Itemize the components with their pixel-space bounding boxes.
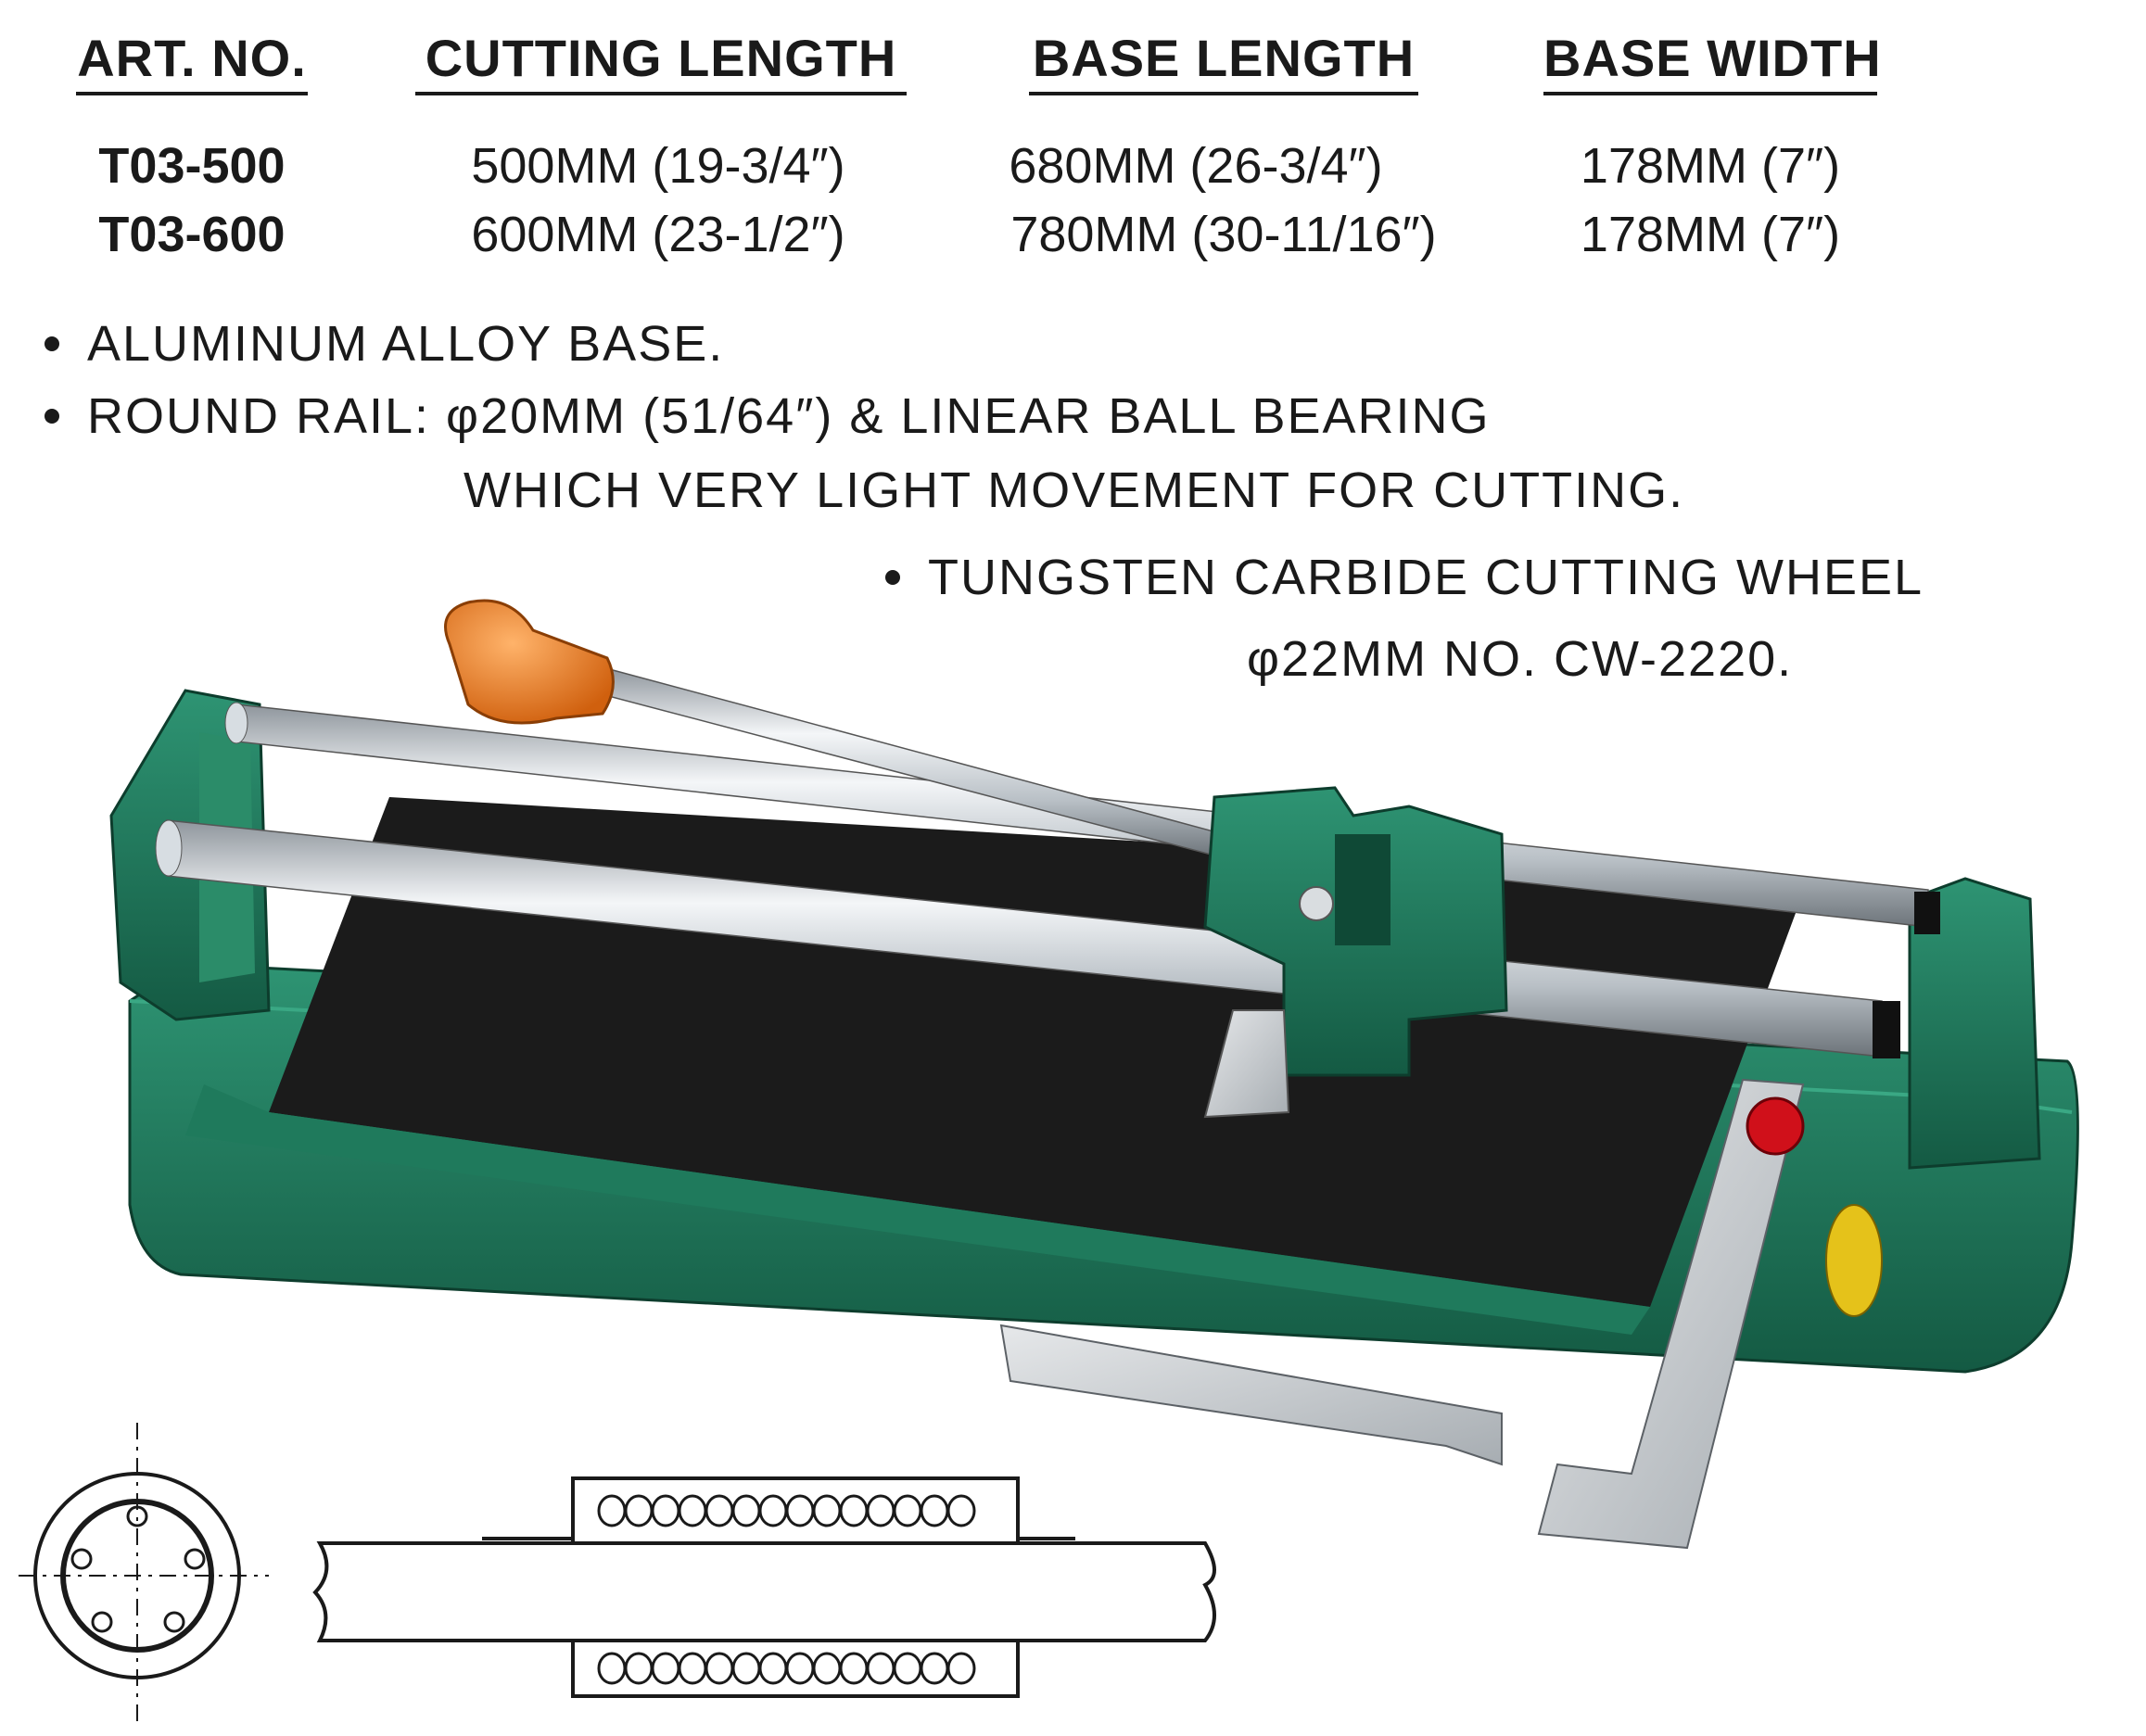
- bearing-ball: [731, 1494, 761, 1527]
- bearing-ball: [812, 1494, 842, 1527]
- bearing-ball: [678, 1494, 707, 1527]
- bearing-balls-bottom: [597, 1652, 976, 1685]
- yellow-label: [1825, 1204, 1883, 1317]
- bearing-ball: [705, 1494, 734, 1527]
- bullet-icon: [885, 569, 900, 585]
- bearing-ball: [946, 1652, 976, 1685]
- feature-wheel-text: TUNGSTEN CARBIDE CUTTING WHEEL: [928, 550, 1924, 605]
- orange-handle-knob: [444, 599, 615, 725]
- bearing-ball: [839, 1494, 869, 1527]
- bearing-ball: [597, 1494, 627, 1527]
- row1-base-length: 680MM (26-3/4″): [1009, 138, 1383, 194]
- row1-cutting-length: 500MM (19-3/4″): [471, 138, 845, 194]
- bearing-ball: [731, 1652, 761, 1685]
- bearing-ball: [866, 1652, 895, 1685]
- row2-art-no: T03-600: [98, 207, 286, 262]
- row2-base-width: 178MM (7″): [1580, 207, 1841, 262]
- row2-base-length: 780MM (30-11/16″): [1010, 207, 1437, 262]
- angle-ruler: [1537, 1078, 1805, 1550]
- bearing-ball: [839, 1652, 869, 1685]
- bearing-ball: [651, 1494, 680, 1527]
- bearing-side-section: [312, 1476, 1216, 1698]
- header-art-no: ART. NO.: [76, 28, 308, 95]
- bearing-ball: [866, 1494, 895, 1527]
- row2-cutting-length: 600MM (23-1/2″): [471, 207, 845, 262]
- feature-aluminum: ALUMINUM ALLOY BASE.: [44, 315, 724, 373]
- cutting-wheel-guard: [1203, 1009, 1290, 1119]
- feature-wheel-cont: φ22MM NO. CW-2220.: [1247, 631, 1794, 687]
- bearing-ball: [812, 1652, 842, 1685]
- bearing-ball: [624, 1652, 654, 1685]
- feature-wheel: TUNGSTEN CARBIDE CUTTING WHEEL: [885, 549, 1924, 606]
- header-base-length: BASE LENGTH: [1029, 28, 1418, 95]
- bearing-ball: [920, 1652, 949, 1685]
- feature-rail: ROUND RAIL: φ20MM (51/64″) & LINEAR BALL…: [44, 387, 1491, 445]
- bearing-ball: [785, 1494, 815, 1527]
- bearing-ball: [758, 1652, 788, 1685]
- bearing-ball: [946, 1494, 976, 1527]
- bearing-ball: [597, 1652, 627, 1685]
- bullet-icon: [44, 336, 59, 351]
- row1-art-no: T03-500: [98, 138, 286, 194]
- bearing-cross-section: [19, 1423, 269, 1724]
- header-cutting-length: CUTTING LENGTH: [415, 28, 907, 95]
- bearing-ball: [651, 1652, 680, 1685]
- bearing-ball: [624, 1494, 654, 1527]
- right-end-block: [1908, 877, 2041, 1170]
- carriage-bolt: [1299, 886, 1334, 921]
- feature-aluminum-text: ALUMINUM ALLOY BASE.: [87, 316, 725, 372]
- row1-base-width: 178MM (7″): [1580, 138, 1841, 194]
- bearing-ball: [920, 1494, 949, 1527]
- bearing-ball: [785, 1652, 815, 1685]
- feature-rail-text: ROUND RAIL: φ20MM (51/64″) & LINEAR BALL…: [87, 388, 1491, 444]
- fence-arm: [999, 1324, 1503, 1466]
- bearing-ball: [893, 1652, 922, 1685]
- bearing-ball: [893, 1494, 922, 1527]
- feature-rail-cont: WHICH VERY LIGHT MOVEMENT FOR CUTTING.: [463, 463, 1685, 518]
- bearing-ball: [678, 1652, 707, 1685]
- bearing-balls-top: [597, 1494, 976, 1527]
- bearing-ball: [705, 1652, 734, 1685]
- header-base-width: BASE WIDTH: [1543, 28, 1881, 95]
- bullet-icon: [44, 408, 59, 424]
- red-lock-knob: [1746, 1096, 1805, 1156]
- bearing-ball: [758, 1494, 788, 1527]
